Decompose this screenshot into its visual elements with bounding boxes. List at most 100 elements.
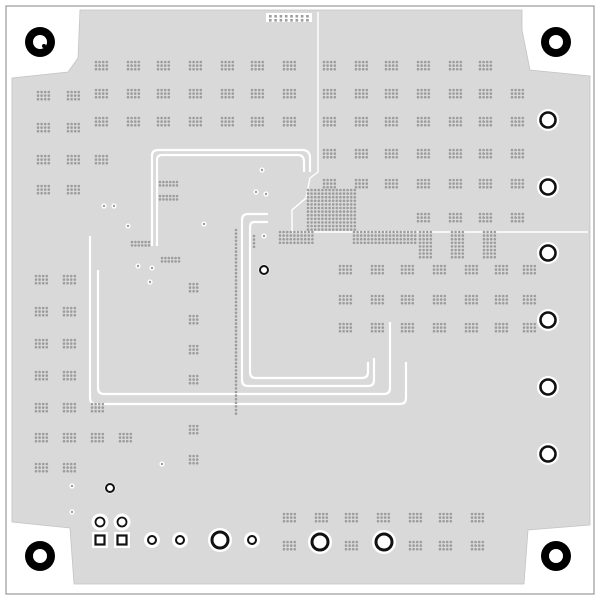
via-cluster [432, 322, 447, 333]
via [105, 88, 109, 92]
via [289, 241, 293, 245]
via [392, 237, 395, 241]
via-cluster [510, 212, 525, 223]
via [156, 60, 160, 64]
via [395, 64, 399, 67]
via [517, 182, 521, 185]
via [355, 544, 359, 547]
via [62, 377, 66, 381]
via [333, 120, 337, 123]
via [376, 512, 380, 516]
via [234, 347, 238, 351]
via [90, 439, 94, 443]
via [489, 245, 493, 248]
via [220, 123, 224, 127]
via [126, 88, 130, 92]
via [470, 540, 474, 544]
via [252, 234, 256, 238]
via [358, 182, 361, 185]
via [338, 271, 342, 275]
via [339, 228, 342, 231]
via [234, 243, 238, 246]
via [156, 88, 160, 92]
via [485, 216, 489, 219]
via [376, 519, 380, 523]
via [192, 424, 195, 428]
via [41, 432, 45, 436]
via-drill [262, 234, 266, 238]
via [485, 219, 489, 223]
connector-pin [274, 15, 277, 18]
via [427, 212, 431, 216]
via [420, 67, 423, 71]
via-cluster [478, 212, 493, 223]
via [94, 402, 97, 406]
via [220, 60, 224, 64]
via [346, 221, 349, 224]
via [400, 322, 404, 326]
via [455, 212, 459, 216]
via [361, 95, 365, 99]
via [322, 120, 326, 123]
connector-pin [274, 19, 277, 22]
via [361, 64, 365, 67]
via [296, 241, 300, 245]
via [163, 60, 167, 64]
via [448, 185, 452, 189]
via [404, 294, 407, 298]
via [471, 301, 475, 305]
right-pad [539, 378, 557, 396]
via [342, 322, 345, 326]
via [286, 116, 289, 120]
via [38, 409, 41, 413]
via [160, 95, 163, 99]
via [365, 178, 369, 182]
via [344, 519, 348, 523]
via [306, 228, 310, 231]
via [448, 212, 452, 216]
via [422, 255, 425, 259]
via [257, 123, 261, 127]
mounting-hole-top-left [20, 22, 60, 62]
via [374, 264, 377, 268]
via [361, 155, 365, 159]
via-cluster [62, 306, 77, 317]
via [199, 123, 203, 127]
via [439, 322, 443, 326]
via [73, 306, 77, 310]
via [377, 271, 381, 275]
via [331, 228, 335, 231]
via [165, 198, 169, 201]
via [388, 152, 391, 155]
via [478, 212, 482, 216]
via [40, 97, 43, 101]
via [374, 298, 377, 301]
via-cluster [416, 212, 431, 223]
via [43, 97, 47, 101]
via [172, 184, 175, 187]
via [391, 152, 395, 155]
via [427, 92, 431, 95]
via [494, 294, 498, 298]
via [489, 148, 493, 152]
via [461, 237, 465, 241]
via-cluster [66, 122, 81, 133]
via [404, 298, 407, 301]
via [425, 252, 429, 255]
via [285, 241, 289, 245]
via [224, 67, 227, 71]
via [526, 326, 529, 329]
via [498, 268, 501, 271]
via [192, 454, 195, 458]
via-cluster [36, 184, 51, 195]
via [192, 374, 195, 378]
via [448, 95, 452, 99]
via [158, 180, 162, 184]
via [250, 92, 254, 95]
via [370, 268, 374, 271]
via-cluster [354, 178, 369, 189]
via [40, 161, 43, 165]
via [427, 182, 431, 185]
via [455, 64, 459, 67]
via [344, 512, 348, 516]
